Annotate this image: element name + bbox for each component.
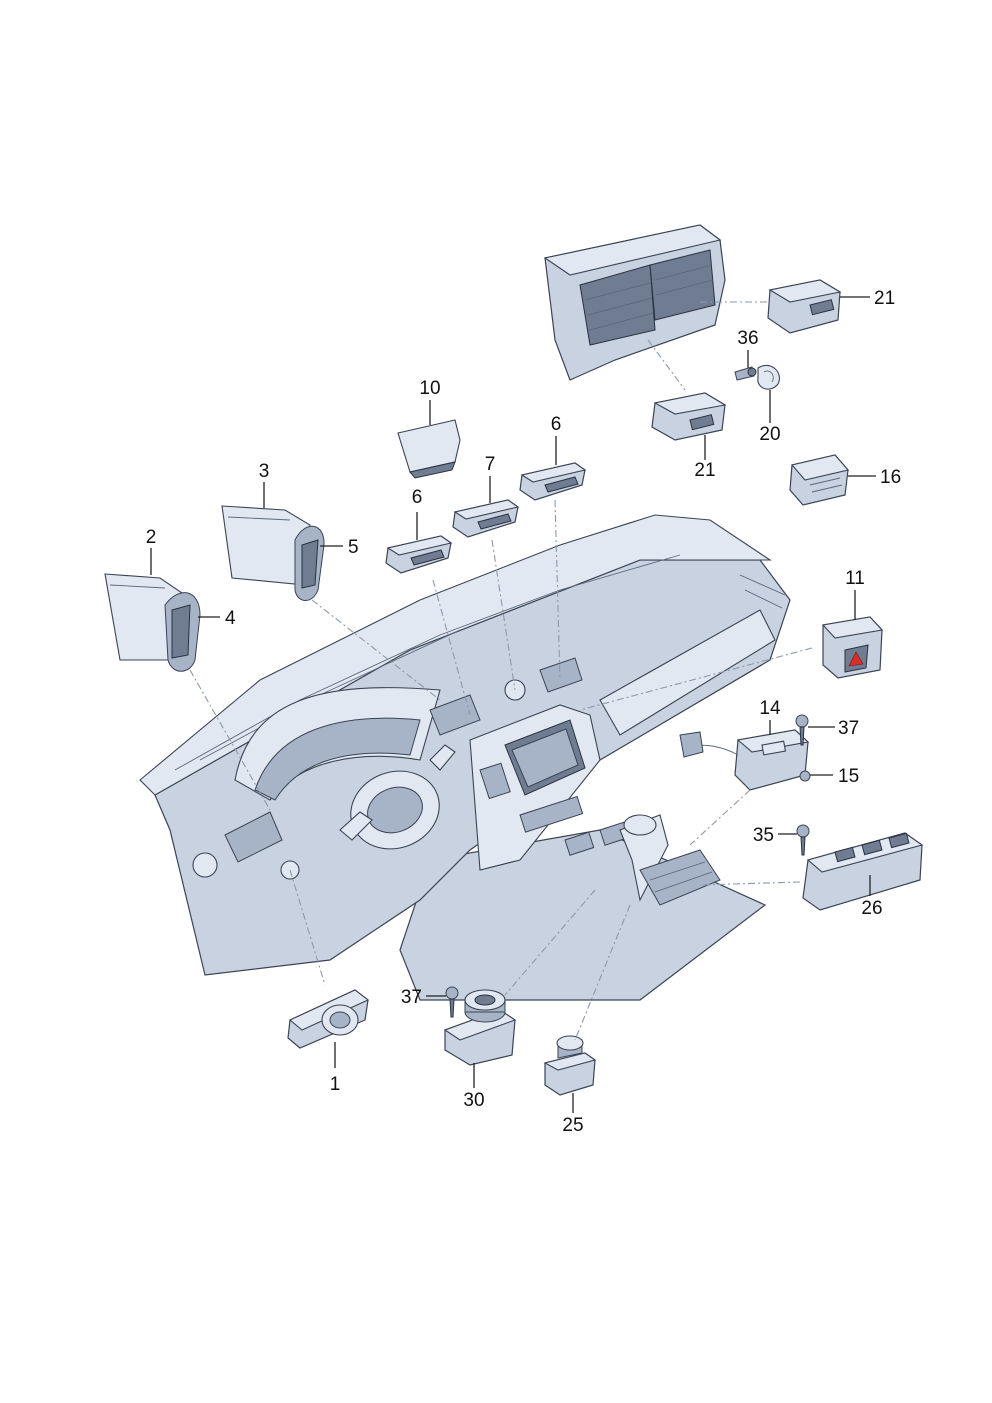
- callout-1: 1: [330, 1074, 341, 1095]
- control-unit-21-upper: [767, 279, 842, 334]
- callout-14: 14: [759, 698, 781, 719]
- rotary-unit-30: [443, 989, 517, 1066]
- callout-37-lower: 37: [401, 987, 422, 1008]
- knob-25: [543, 1035, 597, 1096]
- reference-lines: [189, 301, 813, 1041]
- vent-4: [164, 592, 201, 672]
- clip-15: [799, 770, 811, 782]
- clip-20: [757, 364, 780, 390]
- vent-5: [294, 525, 325, 601]
- callout-36: 36: [737, 328, 758, 349]
- callout-25: 25: [562, 1115, 583, 1136]
- light-switch-1: [287, 989, 370, 1049]
- callout-7: 7: [485, 454, 496, 475]
- switch-14: [679, 729, 810, 791]
- rear-vent-housing: [543, 224, 726, 381]
- screw-37-lower: [445, 986, 459, 1018]
- callout-labels: 1 2 3 4 5 6 6 7 10 11 14 15 16 20 21 21 …: [146, 288, 901, 1136]
- callout-15: 15: [838, 766, 859, 787]
- callout-5: 5: [348, 537, 359, 558]
- callout-10: 10: [419, 378, 440, 399]
- dashboard-assembly: [139, 514, 791, 1001]
- switch-6-right: [519, 462, 587, 501]
- switch-7: [452, 499, 520, 538]
- callout-16: 16: [880, 467, 901, 488]
- callout-3: 3: [259, 461, 270, 482]
- screw-36: [734, 366, 757, 381]
- connector-16: [789, 454, 850, 506]
- callout-11: 11: [845, 568, 865, 589]
- callout-2: 2: [146, 527, 157, 548]
- switch-6-left: [385, 535, 453, 574]
- callout-6-right: 6: [551, 414, 562, 435]
- screw-37-upper: [795, 714, 809, 746]
- callout-21-lower: 21: [694, 460, 715, 481]
- callout-35: 35: [753, 825, 774, 846]
- callout-21-upper: 21: [874, 288, 895, 309]
- hazard-switch-11: [821, 616, 884, 679]
- leader-lines: [150, 296, 876, 1113]
- switch-10: [397, 419, 461, 479]
- callout-26: 26: [861, 898, 882, 919]
- callout-30: 30: [463, 1090, 484, 1111]
- control-unit-21-lower: [651, 392, 727, 441]
- callout-4: 4: [225, 608, 236, 629]
- callout-20: 20: [759, 424, 780, 445]
- callout-6-left: 6: [412, 487, 423, 508]
- screw-35: [796, 824, 810, 856]
- switch-block-26: [802, 832, 924, 911]
- callout-37-upper: 37: [838, 718, 859, 739]
